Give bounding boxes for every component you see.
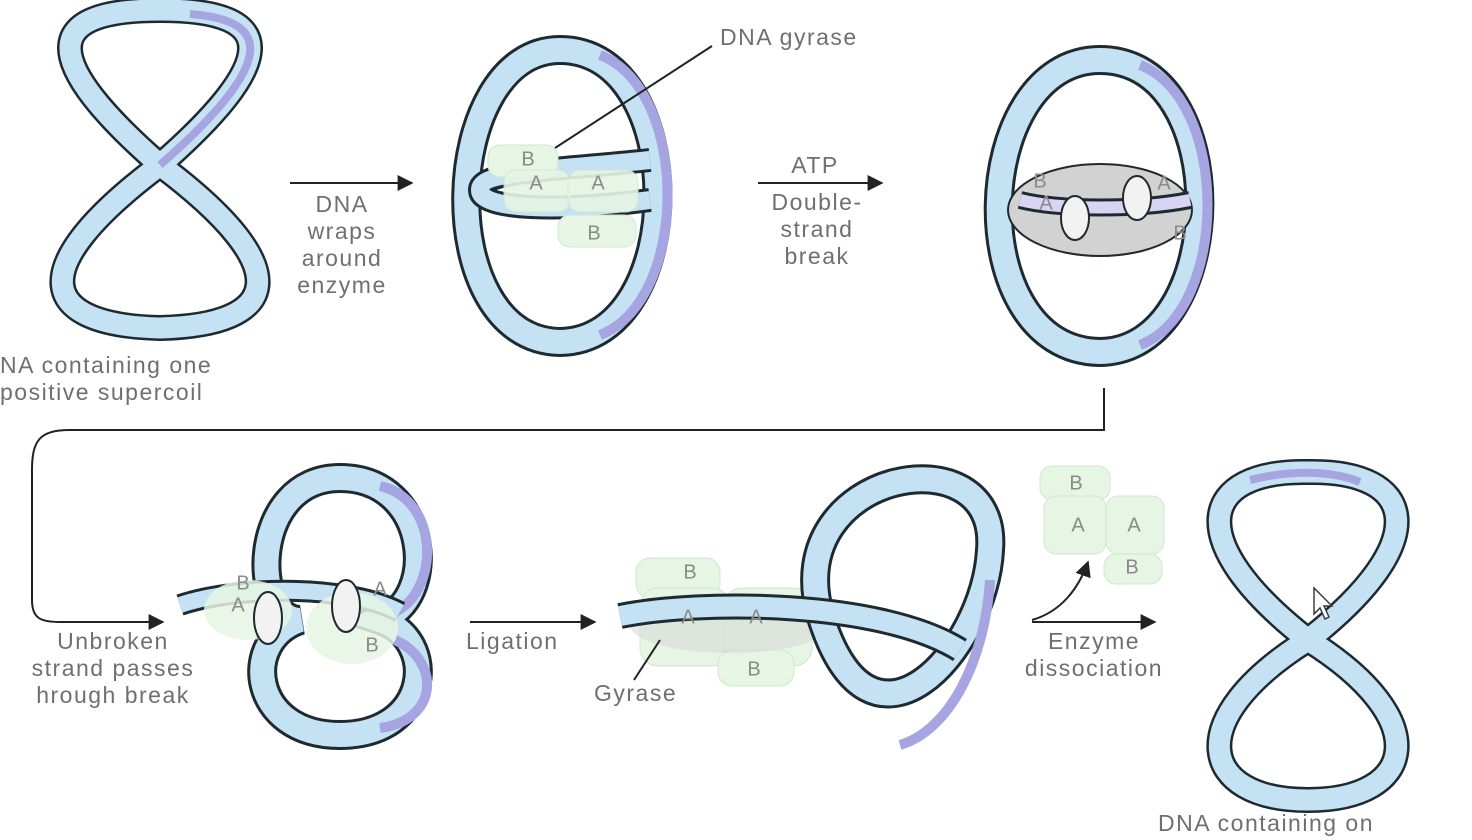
label-atp: ATP xyxy=(791,152,839,178)
mouse-cursor-icon xyxy=(1313,586,1334,620)
gyrase-complex-stage4: B A A B xyxy=(204,572,398,664)
subunit-a-right: A xyxy=(591,172,605,194)
subunit-a-free-left: A xyxy=(1071,514,1085,536)
subunit-b-bottom: B xyxy=(587,222,600,244)
subunit-b-s5-bottom: B xyxy=(747,658,760,680)
subunit-a-s4-left: A xyxy=(231,594,245,616)
label-start-supercoil: NA containing one positive supercoil xyxy=(0,352,213,405)
label-gyrase: Gyrase xyxy=(594,680,678,706)
gyrase-complex-stage3: B A A B xyxy=(1007,163,1193,257)
subunit-a-s4-right: A xyxy=(373,578,387,600)
dna-figure-eight-end xyxy=(1206,458,1410,814)
subunit-b-s3-bottom: B xyxy=(1173,222,1186,244)
label-enzyme-dissociation: Enzyme dissociation xyxy=(1024,628,1164,681)
gyrase-labels-stage5: B A A B xyxy=(681,561,763,680)
gyrase-complex-stage2: B A A B xyxy=(487,144,639,248)
subunit-a-s3-right: A xyxy=(1157,172,1171,194)
dna-figure-eight-start xyxy=(49,0,271,342)
subunit-b-s4-top: B xyxy=(236,572,249,594)
subunit-a-free-right: A xyxy=(1127,514,1141,536)
released-gyrase: B A A B xyxy=(1039,465,1165,585)
subunit-b-free-bottom: B xyxy=(1125,556,1138,578)
leader-line-dna-gyrase xyxy=(554,45,713,149)
subunit-a-s5-right: A xyxy=(749,606,763,628)
label-ligation: Ligation xyxy=(466,628,559,654)
subunit-b-s5-top: B xyxy=(683,561,696,583)
dna-wrapped-on-enzyme xyxy=(451,35,673,358)
label-unbroken-strand: Unbroken strand passes hrough break xyxy=(31,628,195,708)
label-dna-wraps: DNA wraps around enzyme xyxy=(297,191,387,298)
subunit-b-s4-bottom: B xyxy=(365,634,378,656)
label-end-dna: DNA containing on xyxy=(1158,810,1375,836)
leader-line-gyrase xyxy=(633,639,661,681)
arrow-continue xyxy=(31,388,1105,630)
arrow-release xyxy=(1031,560,1091,621)
subunit-a-left: A xyxy=(529,172,543,194)
subunit-a-s5-left: A xyxy=(681,606,695,628)
dna-double-strand-break xyxy=(983,45,1215,368)
subunit-b-free-top: B xyxy=(1069,472,1082,494)
label-double-strand-break: Double- strand break xyxy=(771,189,863,269)
subunit-a-s3-left: A xyxy=(1039,192,1053,214)
label-dna-gyrase: DNA gyrase xyxy=(720,24,858,50)
subunit-b-top: B xyxy=(521,148,534,170)
subunit-b-s3-top: B xyxy=(1033,170,1046,192)
dna-ligated xyxy=(617,464,1006,750)
